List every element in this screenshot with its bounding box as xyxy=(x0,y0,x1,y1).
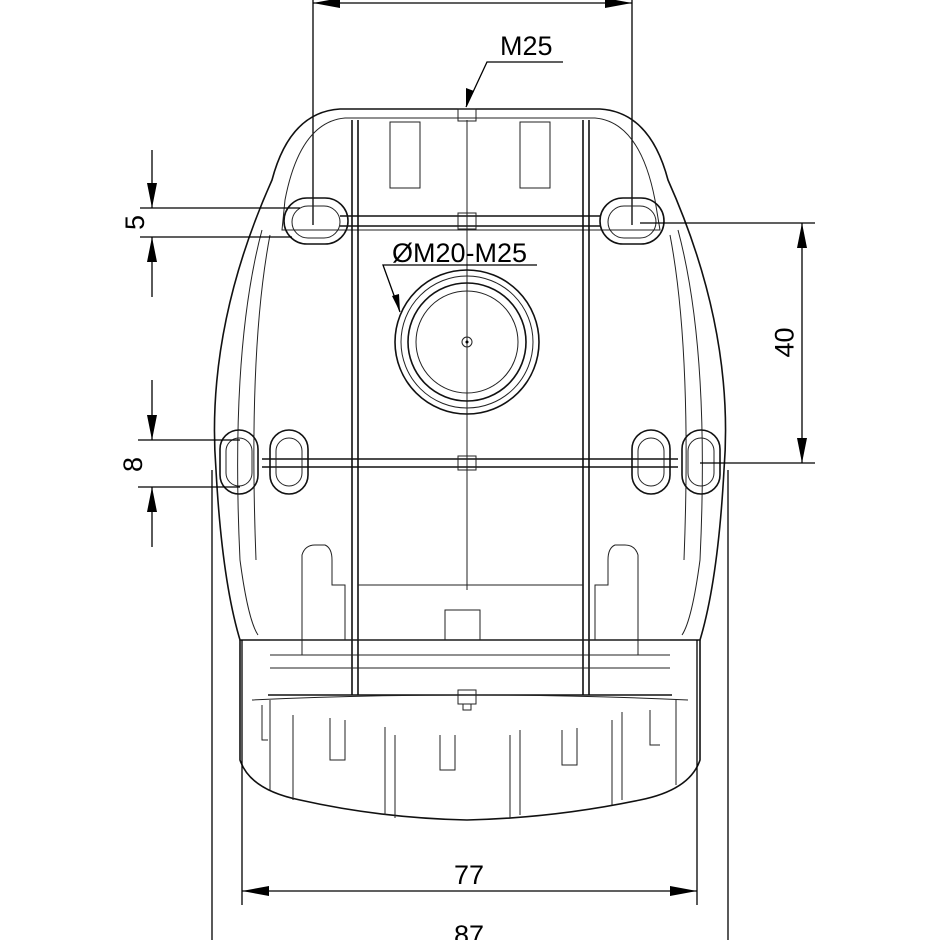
m25-leader xyxy=(465,61,563,108)
label-dim-40: 40 xyxy=(769,327,800,358)
label-dim-8: 8 xyxy=(118,456,149,473)
bottom-gland-ring xyxy=(239,640,701,821)
top-mounting-slots xyxy=(283,197,665,245)
dim-5 xyxy=(140,150,300,297)
center-thread-leader xyxy=(382,264,537,313)
dim-77 xyxy=(241,640,698,905)
cable-entry-knockout xyxy=(394,269,540,415)
dim-87 xyxy=(211,470,729,940)
dim-8 xyxy=(138,380,240,547)
enclosure-body xyxy=(213,108,727,705)
dim-40 xyxy=(640,222,815,464)
top-dimension xyxy=(312,0,633,225)
label-dim-77: 77 xyxy=(454,860,485,890)
label-m20-m25: ØM20-M25 xyxy=(392,238,528,268)
label-dim-5: 5 xyxy=(120,214,151,231)
label-dim-87: 87 xyxy=(454,920,485,940)
side-mounting-slots xyxy=(219,429,721,495)
label-m25: M25 xyxy=(500,31,553,61)
